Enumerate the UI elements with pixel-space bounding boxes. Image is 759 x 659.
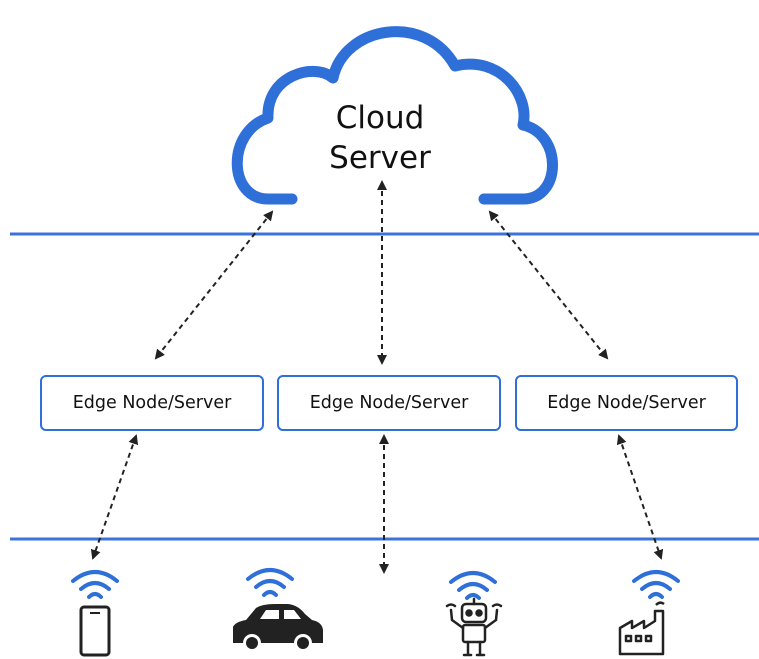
cloud-shape xyxy=(231,26,558,205)
arrow-edge-factory xyxy=(616,434,664,560)
wifi-icon xyxy=(449,571,497,600)
wifi-icon xyxy=(246,568,294,597)
wifi-icon xyxy=(71,570,119,599)
edge-node-label: Edge Node/Server xyxy=(309,393,469,413)
factory-icon xyxy=(618,601,665,656)
smartphone-icon xyxy=(79,605,111,657)
arrow-cloud-edge-1 xyxy=(154,210,274,360)
cloud-label-line2: Server xyxy=(329,140,431,176)
edge-node-box: Edge Node/Server xyxy=(40,375,264,431)
edge-node-box: Edge Node/Server xyxy=(277,375,501,431)
robot-icon xyxy=(445,597,503,657)
edge-node-label: Edge Node/Server xyxy=(72,393,232,413)
arrow-cloud-edge-3 xyxy=(488,210,609,360)
edge-node-label: Edge Node/Server xyxy=(547,393,706,413)
wifi-icon xyxy=(632,570,680,599)
arrow-edge-phone xyxy=(90,434,139,560)
cloud-server-label: Cloud Server xyxy=(300,98,460,178)
cloud-label-line1: Cloud xyxy=(335,100,425,136)
car-icon xyxy=(233,604,323,652)
edge-node-box: Edge Node/Server xyxy=(515,375,738,431)
